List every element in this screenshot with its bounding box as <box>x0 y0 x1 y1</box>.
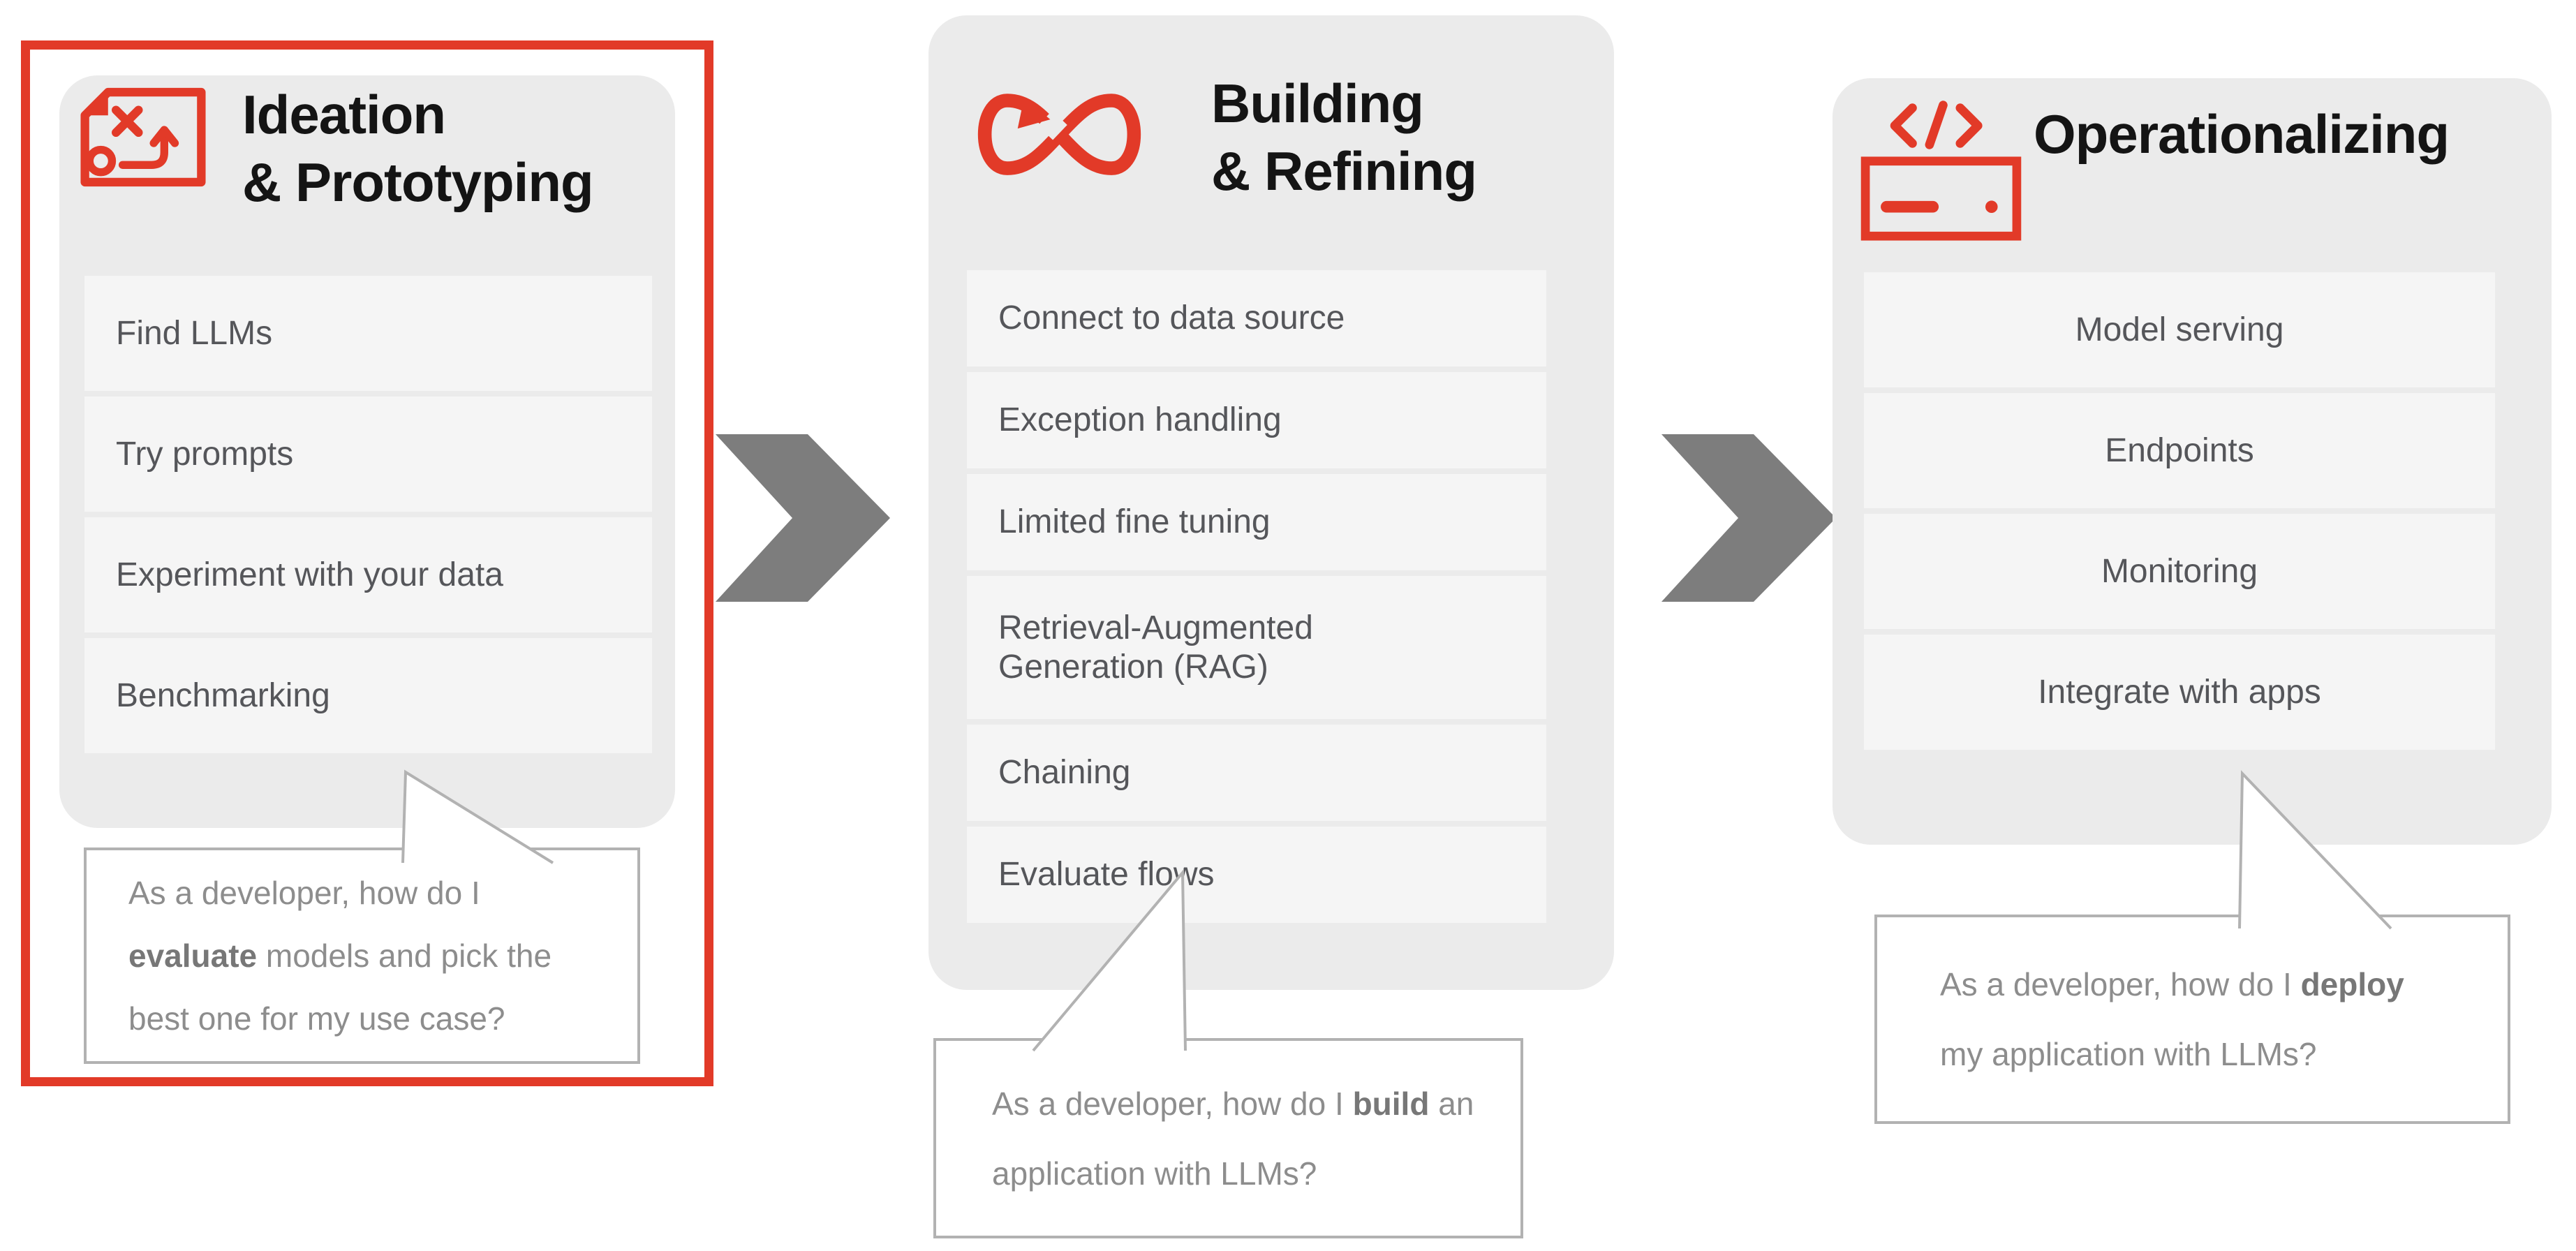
phase-title-line: & Prototyping <box>242 151 594 213</box>
speech-bubble-tail <box>2238 770 2392 930</box>
bubble-text-bold: evaluate <box>128 938 258 974</box>
strategy-doc-icon <box>80 87 206 187</box>
list-item: Integrate with apps <box>1864 635 2495 750</box>
phase-title-line: & Refining <box>1211 140 1477 202</box>
bubble-text-segment: As a developer, how do I <box>1940 966 2301 1002</box>
list-item-label: Benchmarking <box>116 676 330 714</box>
arrow-right-icon <box>1661 434 1836 602</box>
phase-card-building-refining: Building & Refining Connect to data sour… <box>928 15 1614 990</box>
list-item-label: Chaining <box>998 754 1131 791</box>
arrow-right-icon <box>716 434 890 602</box>
bubble-text-segment: an application with LLMs? <box>992 1085 1474 1192</box>
bubble-text: As a developer, how do I build an applic… <box>992 1069 1493 1208</box>
bubble-text-bold: deploy <box>2300 966 2404 1002</box>
list-item-label: Try prompts <box>116 435 294 473</box>
phase-title: Ideation & Prototyping <box>242 81 594 216</box>
list-item-label: Retrieval-Augmented Generation (RAG) <box>998 609 1313 686</box>
code-server-icon <box>1860 101 2022 241</box>
list-item-label: Connect to data source <box>998 299 1345 336</box>
list-item: Limited fine tuning <box>967 474 1546 570</box>
phase-item-list: Model serving Endpoints Monitoring Integ… <box>1864 272 2495 750</box>
phase-item-list: Find LLMs Try prompts Experiment with yo… <box>84 276 652 753</box>
bubble-text-segment: As a developer, how do I <box>992 1085 1353 1122</box>
list-item: Connect to data source <box>967 270 1546 367</box>
speech-bubble-evaluate: As a developer, how do I evaluate models… <box>84 847 640 1064</box>
list-item-label: Exception handling <box>998 401 1282 438</box>
list-item-label: Model serving <box>2075 311 2284 348</box>
list-item: Try prompts <box>84 397 652 512</box>
speech-bubble-tail <box>401 769 554 864</box>
bubble-text-bold: build <box>1352 1085 1430 1122</box>
speech-bubble-build: As a developer, how do I build an applic… <box>933 1038 1523 1238</box>
infinity-loop-icon <box>977 94 1141 175</box>
phase-card-ideation-prototyping: Ideation & Prototyping Find LLMs Try pro… <box>59 75 675 828</box>
speech-bubble-tail <box>1032 868 1187 1052</box>
phase-card-operationalizing: Operationalizing Model serving Endpoints… <box>1833 78 2552 845</box>
phase-title-line: Building <box>1211 73 1424 134</box>
bubble-text-segment: models and pick the best one for my use … <box>128 938 552 1037</box>
speech-bubble-deploy: As a developer, how do I deploy my appli… <box>1874 915 2510 1124</box>
list-item: Find LLMs <box>84 276 652 391</box>
bubble-text: As a developer, how do I deploy my appli… <box>1940 949 2452 1089</box>
bubble-text-segment: As a developer, how do I <box>128 875 480 911</box>
list-item: Retrieval-Augmented Generation (RAG) <box>967 576 1546 719</box>
list-item-label: Experiment with your data <box>116 556 503 593</box>
list-item: Benchmarking <box>84 638 652 753</box>
list-item: Endpoints <box>1864 393 2495 508</box>
bubble-text: As a developer, how do I evaluate models… <box>128 861 616 1050</box>
highlight-frame <box>21 40 713 1086</box>
list-item-label: Find LLMs <box>116 314 273 352</box>
phase-title-line: Operationalizing <box>2034 103 2450 165</box>
list-item: Chaining <box>967 725 1546 821</box>
list-item: Monitoring <box>1864 514 2495 629</box>
list-item: Exception handling <box>967 372 1546 468</box>
list-item: Experiment with your data <box>84 517 652 632</box>
phase-title: Building & Refining <box>1211 70 1477 205</box>
phase-title-line: Ideation <box>242 84 446 145</box>
list-item-label: Endpoints <box>2105 431 2254 469</box>
list-item-label: Limited fine tuning <box>998 503 1271 540</box>
list-item: Model serving <box>1864 272 2495 387</box>
phase-item-list: Connect to data source Exception handlin… <box>967 270 1546 923</box>
list-item-label: Monitoring <box>2101 552 2258 590</box>
list-item-label: Integrate with apps <box>2038 673 2321 711</box>
phase-title: Operationalizing <box>2034 101 2450 168</box>
bubble-text-segment: my application with LLMs? <box>1940 1036 2317 1072</box>
